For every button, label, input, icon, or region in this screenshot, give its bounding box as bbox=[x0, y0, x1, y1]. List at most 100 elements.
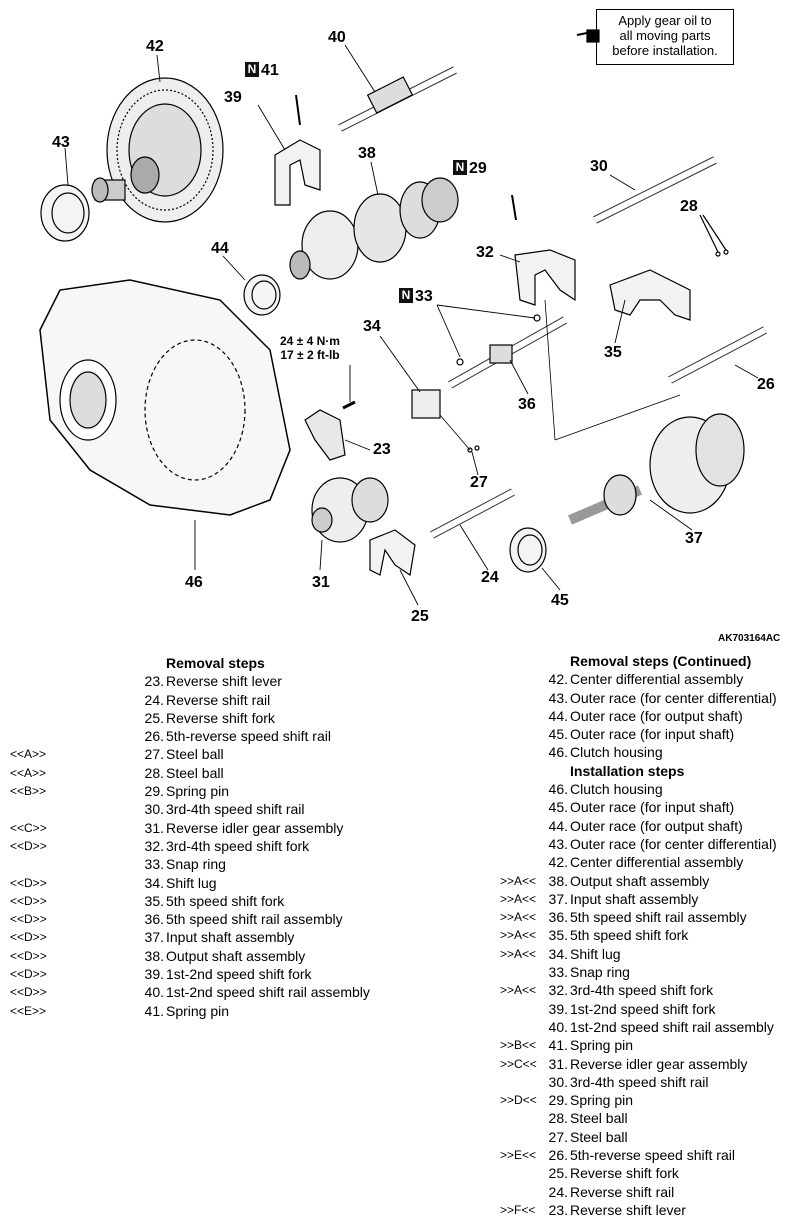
step-row: >>B<<41.Spring pin bbox=[500, 1036, 800, 1054]
step-number: 32. bbox=[144, 837, 164, 854]
step-text: 1st-2nd speed shift fork bbox=[570, 1000, 716, 1017]
installation-steps-title: Installation steps bbox=[570, 762, 685, 779]
callout-28: 28 bbox=[680, 198, 698, 215]
reverse-idler-gear-part bbox=[311, 477, 389, 543]
step-row: <<D>>38.Output shaft assembly bbox=[10, 947, 380, 965]
step-text: 5th-reverse speed shift rail bbox=[166, 728, 331, 745]
steel-ball-27-part bbox=[467, 447, 473, 453]
step-code: <<D>> bbox=[10, 948, 47, 963]
step-number: 43. bbox=[548, 835, 568, 852]
step-text: Reverse shift fork bbox=[166, 709, 275, 726]
step-text: Outer race (for output shaft) bbox=[570, 707, 743, 724]
step-row: >>A<<36.5th speed shift rail assembly bbox=[500, 908, 800, 926]
outer-race-center-diff-part bbox=[40, 184, 90, 242]
step-text: Outer race (for input shaft) bbox=[570, 726, 735, 743]
step-number: 29. bbox=[548, 1092, 568, 1109]
step-code: >>A<< bbox=[500, 983, 537, 998]
outer-race-output-shaft-part bbox=[243, 274, 281, 316]
step-text: 3rd-4th speed shift rail bbox=[570, 1073, 709, 1090]
step-row: 25.Reverse shift fork bbox=[10, 709, 380, 727]
step-row: 45.Outer race (for input shaft) bbox=[500, 725, 800, 743]
center-differential-part bbox=[91, 77, 224, 223]
shift-fork-32-part bbox=[514, 249, 576, 306]
step-number: 27. bbox=[144, 746, 164, 763]
step-number: 39. bbox=[548, 1000, 568, 1017]
step-text: Outer race (for center differential) bbox=[570, 689, 777, 706]
step-number: 24. bbox=[548, 1183, 568, 1200]
step-row: <<D>>32.3rd-4th speed shift fork bbox=[10, 837, 380, 855]
step-number: 32. bbox=[548, 982, 568, 999]
step-text: Outer race (for output shaft) bbox=[570, 817, 743, 834]
step-number: 45. bbox=[548, 726, 568, 743]
callout-27: 27 bbox=[470, 474, 488, 491]
step-text: Steel ball bbox=[570, 1110, 628, 1127]
step-text: 1st-2nd speed shift fork bbox=[166, 966, 312, 983]
step-number: 33. bbox=[144, 856, 164, 873]
step-code: >>E<< bbox=[500, 1148, 537, 1163]
step-row: 28.Steel ball bbox=[500, 1109, 800, 1127]
step-text: 5th speed shift fork bbox=[166, 892, 285, 909]
step-row: >>E<<26.5th-reverse speed shift rail bbox=[500, 1146, 800, 1164]
step-row: 46.Clutch housing bbox=[500, 780, 800, 798]
step-code: >>A<< bbox=[500, 910, 537, 925]
step-text: Reverse shift fork bbox=[570, 1165, 679, 1182]
step-number: 46. bbox=[548, 744, 568, 761]
step-row: 33.Snap ring bbox=[10, 855, 380, 873]
step-code: <<D>> bbox=[10, 912, 47, 927]
step-number: 28. bbox=[548, 1110, 568, 1127]
shift-rail-30-part bbox=[593, 156, 717, 224]
step-row: 27.Steel ball bbox=[500, 1128, 800, 1146]
snap-ring-part bbox=[456, 358, 464, 366]
step-code: <<A>> bbox=[10, 765, 47, 780]
step-text: Outer race (for center differential) bbox=[570, 835, 777, 852]
callout-23: 23 bbox=[373, 441, 391, 458]
step-code: >>D<< bbox=[500, 1093, 537, 1108]
callout-44: 44 bbox=[211, 240, 229, 257]
step-number: 36. bbox=[144, 911, 164, 928]
step-text: Reverse shift lever bbox=[166, 673, 282, 690]
step-text: Steel ball bbox=[166, 764, 224, 781]
output-shaft-part bbox=[289, 177, 459, 280]
step-number: 44. bbox=[548, 817, 568, 834]
step-text: 5th-reverse speed shift rail bbox=[570, 1147, 735, 1164]
step-number: 26. bbox=[144, 728, 164, 745]
shift-lug-part bbox=[411, 389, 441, 419]
callout-38: 38 bbox=[358, 145, 376, 162]
step-text: Clutch housing bbox=[570, 781, 663, 798]
callout-43: 43 bbox=[52, 134, 70, 151]
step-text: Spring pin bbox=[166, 1002, 230, 1019]
step-text: Reverse shift rail bbox=[166, 691, 271, 708]
step-number: 34. bbox=[548, 945, 568, 962]
spring-pin-41-part bbox=[295, 94, 301, 126]
step-number: 35. bbox=[548, 927, 568, 944]
step-row: >>A<<38.Output shaft assembly bbox=[500, 872, 800, 890]
step-row: 30.3rd-4th speed shift rail bbox=[10, 800, 380, 818]
step-number: 40. bbox=[548, 1018, 568, 1035]
step-number: 33. bbox=[548, 964, 568, 981]
step-code: >>B<< bbox=[500, 1038, 537, 1053]
step-row: 24.Reverse shift rail bbox=[10, 691, 380, 709]
n-marker-icon: N bbox=[245, 62, 259, 77]
step-number: 30. bbox=[144, 801, 164, 818]
shift-rail-24-part bbox=[430, 488, 515, 539]
step-number: 43. bbox=[548, 689, 568, 706]
step-number: 31. bbox=[144, 819, 164, 836]
step-text: Outer race (for input shaft) bbox=[570, 799, 735, 816]
step-row: >>C<<31.Reverse idler gear assembly bbox=[500, 1055, 800, 1073]
step-number: 23. bbox=[548, 1201, 568, 1218]
step-text: Clutch housing bbox=[570, 744, 663, 761]
step-number: 35. bbox=[144, 892, 164, 909]
removal-steps-title: Removal steps bbox=[166, 655, 265, 671]
step-text: Input shaft assembly bbox=[166, 929, 295, 946]
step-code: >>A<< bbox=[500, 873, 537, 888]
step-row: 23.Reverse shift lever bbox=[10, 672, 380, 690]
spring-pin-29-part bbox=[511, 194, 517, 221]
step-row: <<D>>37.Input shaft assembly bbox=[10, 928, 380, 946]
n-marker-icon: N bbox=[399, 288, 413, 303]
step-row: 39.1st-2nd speed shift fork bbox=[500, 1000, 800, 1018]
step-number: 40. bbox=[144, 984, 164, 1001]
callout-42: 42 bbox=[146, 38, 164, 55]
shift-fork-39-part bbox=[274, 139, 321, 206]
